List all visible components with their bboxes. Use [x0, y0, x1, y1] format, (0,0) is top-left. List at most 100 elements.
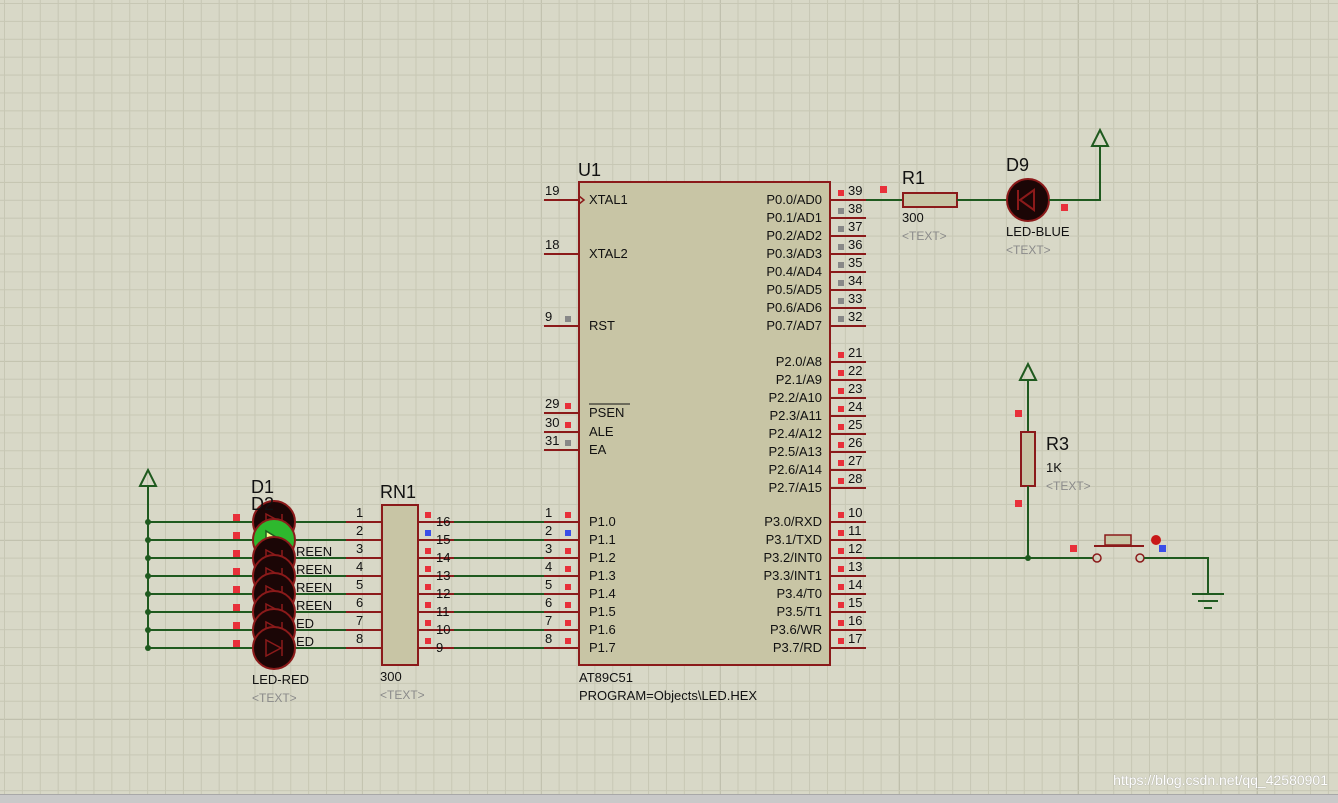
pin-name: P2.2/A10	[769, 390, 823, 405]
pin-number: 29	[545, 396, 559, 411]
push-button[interactable]	[866, 534, 1224, 609]
pin-marker	[565, 548, 571, 554]
p1-bus-wires	[454, 521, 544, 649]
pin-number: 39	[848, 183, 862, 198]
pin-number: 5	[356, 577, 363, 592]
led-label: ED	[296, 616, 314, 631]
pin-number: 18	[545, 237, 559, 252]
led-d9[interactable]: D9 LED-BLUE <TEXT>	[1006, 127, 1110, 257]
pin-number: 10	[436, 622, 450, 637]
pin-name: P2.6/A14	[769, 462, 823, 477]
d9-ref: D9	[1006, 155, 1029, 175]
pin-marker	[838, 478, 844, 484]
pin-number: 9	[436, 640, 443, 655]
pin-number: 24	[848, 399, 862, 414]
r1-value: 300	[902, 210, 924, 225]
pin-number: 4	[545, 559, 552, 574]
resistor-r3[interactable]: R3 1K <TEXT>	[1015, 361, 1091, 558]
pin-number: 21	[848, 345, 862, 360]
pin-number: 8	[545, 631, 552, 646]
pin-marker	[838, 442, 844, 448]
pin-marker	[838, 388, 844, 394]
pin-name: P3.6/WR	[770, 622, 822, 637]
pin-marker	[425, 620, 431, 626]
pin-number: 3	[545, 541, 552, 556]
pin-marker	[838, 584, 844, 590]
pin-marker	[838, 512, 844, 518]
pin-number: 11	[848, 523, 862, 538]
pin-number: 13	[436, 568, 450, 583]
pin-name: RST	[589, 318, 615, 333]
pin-number: 15	[848, 595, 862, 610]
pin-name: P3.1/TXD	[766, 532, 822, 547]
pin-marker	[838, 620, 844, 626]
pin-number: 6	[356, 595, 363, 610]
pin-number: 19	[545, 183, 559, 198]
pin-number: 1	[356, 505, 363, 520]
led-label: REEN	[296, 562, 332, 577]
pin-marker	[838, 190, 844, 196]
pin-number: 23	[848, 381, 862, 396]
pin-name: P0.7/AD7	[766, 318, 822, 333]
pin-marker	[425, 602, 431, 608]
led-label: REEN	[296, 580, 332, 595]
pin-marker	[565, 620, 571, 626]
pin-number: 12	[436, 586, 450, 601]
pin-number: 7	[545, 613, 552, 628]
pin-name: P1.0	[589, 514, 616, 529]
pin-marker	[565, 316, 571, 322]
pin-number: 38	[848, 201, 862, 216]
rn1-text: <TEXT>	[380, 688, 425, 702]
pin-name: PSEN	[589, 405, 624, 420]
pin-name: P1.4	[589, 586, 616, 601]
led-icon	[252, 626, 296, 670]
diode-icon	[1018, 188, 1035, 212]
pin-marker	[838, 280, 844, 286]
pin-marker	[565, 584, 571, 590]
pin-marker	[425, 566, 431, 572]
pin-number: 30	[545, 415, 559, 430]
ground-icon	[1192, 593, 1224, 609]
pin-marker	[838, 424, 844, 430]
pin-number: 13	[848, 559, 862, 574]
pin-name: P2.5/A13	[769, 444, 823, 459]
pin-marker	[838, 262, 844, 268]
pin-name: P0.2/AD2	[766, 228, 822, 243]
mcu-ref: U1	[578, 160, 601, 180]
power-terminal-icon	[1090, 127, 1110, 147]
pin-name: P3.0/RXD	[764, 514, 822, 529]
pin-number: 14	[848, 577, 862, 592]
pin-name: P2.3/A11	[769, 408, 822, 423]
pin-number: 32	[848, 309, 862, 324]
pin-name: P2.4/A12	[769, 426, 823, 441]
mcu-u1[interactable]: U1 AT89C51 PROGRAM=Objects\LED.HEX 19XTA…	[544, 160, 866, 703]
pin-name: P1.3	[589, 568, 616, 583]
pin-marker	[425, 584, 431, 590]
pin-marker	[838, 244, 844, 250]
pin-number: 35	[848, 255, 862, 270]
pin-number: 3	[356, 541, 363, 556]
pin-name: P1.1	[589, 532, 616, 547]
pin-marker	[425, 638, 431, 644]
pin-number: 12	[848, 541, 862, 556]
power-terminal-icon	[1018, 361, 1038, 381]
pin-number: 37	[848, 219, 862, 234]
pin-number: 7	[356, 613, 363, 628]
pin-name: ALE	[589, 424, 614, 439]
pin-marker	[838, 602, 844, 608]
led-part: LED-RED	[252, 672, 309, 687]
pin-name: P3.2/INT0	[763, 550, 822, 565]
status-bar	[0, 794, 1338, 803]
rn1-ref: RN1	[380, 482, 416, 502]
pin-number: 27	[848, 453, 862, 468]
pin-number: 15	[436, 532, 450, 547]
resistor-r1[interactable]: R1 300 <TEXT>	[866, 168, 1010, 243]
pin-name: P1.6	[589, 622, 616, 637]
pin-marker	[838, 370, 844, 376]
r3-value: 1K	[1046, 460, 1062, 475]
